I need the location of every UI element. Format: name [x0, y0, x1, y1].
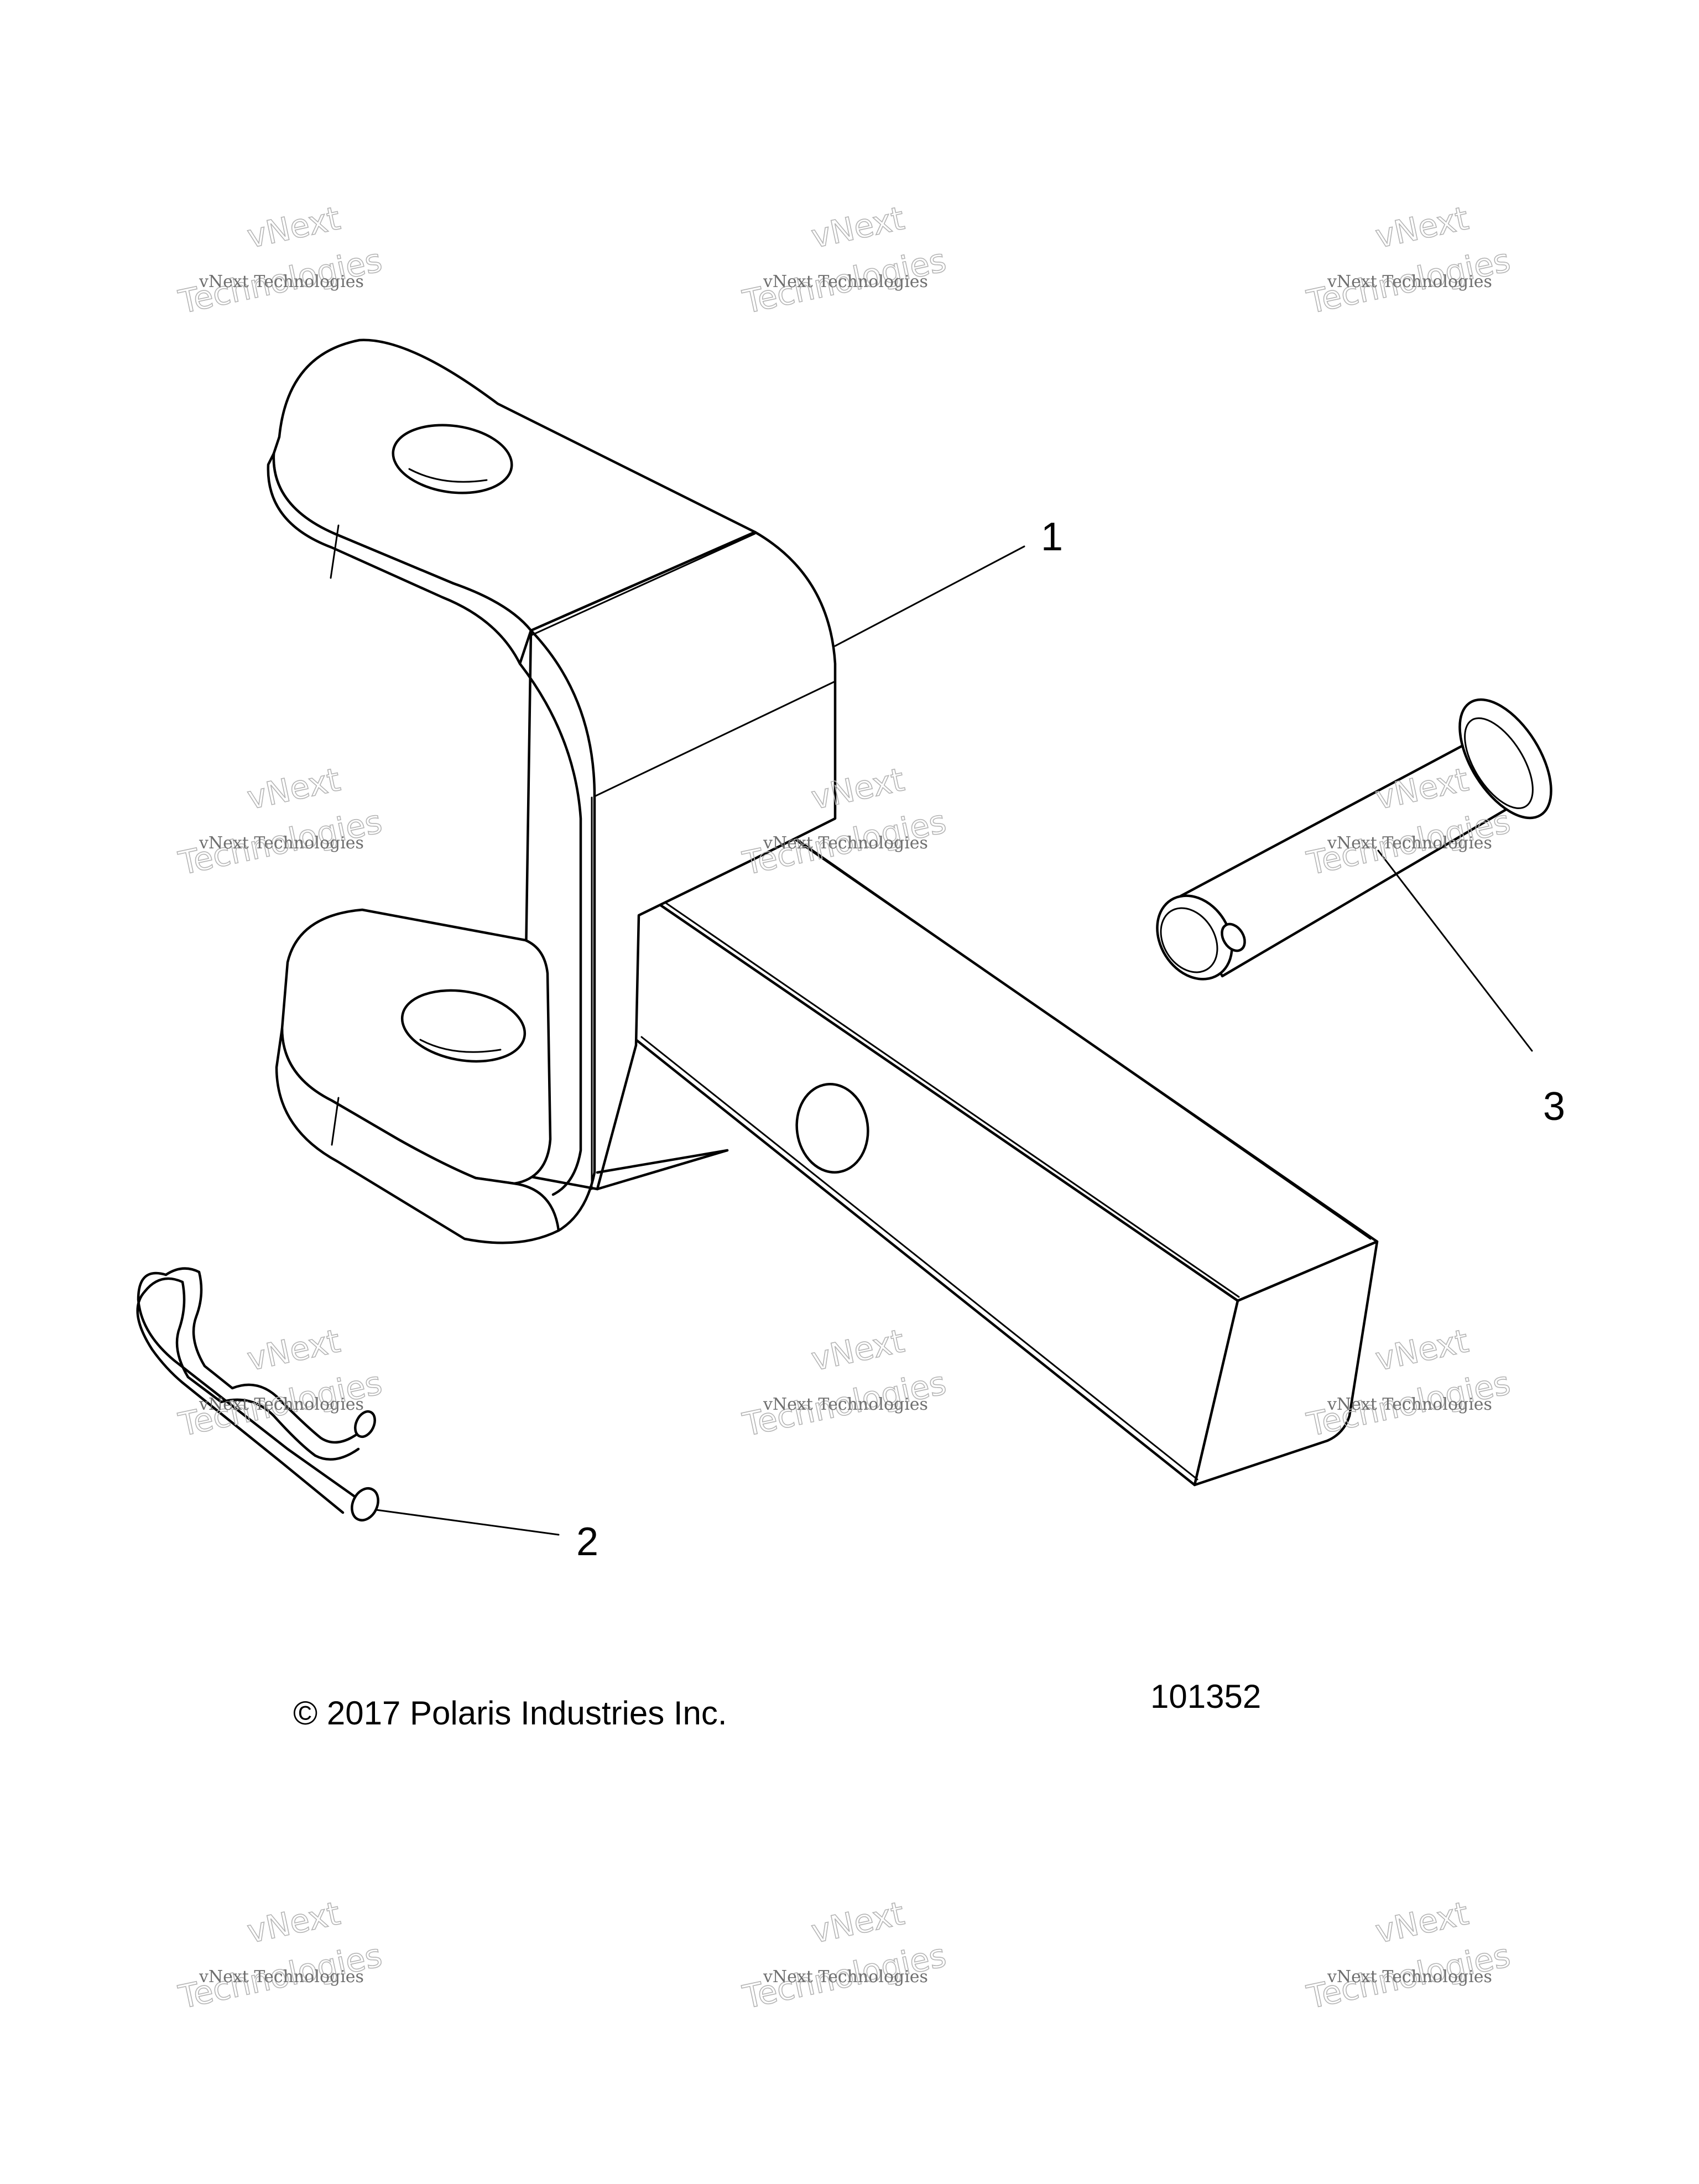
callout-1-leader: [834, 545, 1025, 647]
watermark-top-line: vNext: [1372, 199, 1472, 256]
pin-head: [1458, 698, 1552, 820]
watermark-small-line: vNext Technologies: [199, 272, 364, 291]
watermark-top-line: vNext: [1372, 1894, 1472, 1951]
clip-end: [351, 1487, 379, 1521]
receiver-hole: [795, 1083, 869, 1174]
watermark-top-line: vNext: [244, 1894, 343, 1951]
figure-number: 101352: [1150, 1678, 1261, 1715]
clevis-pin-part: [1156, 698, 1552, 1052]
callout-1-label: 1: [1041, 515, 1063, 559]
watermark-small-line: vNext Technologies: [763, 1395, 928, 1414]
clevis-bracket: [267, 338, 837, 1244]
pin-cross-hole: [1221, 922, 1246, 952]
watermark-top-line: vNext: [808, 1894, 908, 1951]
top-ear-hole: [392, 424, 513, 494]
watermark-small-line: vNext Technologies: [199, 1395, 364, 1414]
receiver-tube: [633, 822, 1379, 1487]
pin-end: [1156, 894, 1233, 981]
watermark-small-line: vNext Technologies: [199, 833, 364, 853]
watermark-small-line: vNext Technologies: [1327, 833, 1492, 853]
watermark-small-line: vNext Technologies: [763, 1967, 928, 1987]
watermark-top-line: vNext: [1372, 1322, 1472, 1378]
callout-2-label: 2: [576, 1520, 598, 1564]
watermark-top-line: vNext: [244, 760, 343, 817]
bottom-ear-hole: [400, 989, 527, 1063]
callout-3-leader: [1377, 849, 1533, 1052]
watermark-top-line: vNext: [244, 1322, 343, 1378]
hitch-receiver-part: [267, 338, 1379, 1487]
watermark-top-line: vNext: [244, 199, 343, 256]
watermark-small-line: vNext Technologies: [1327, 272, 1492, 291]
watermark-small-line: vNext Technologies: [1327, 1395, 1492, 1414]
callout-3-label: 3: [1543, 1085, 1565, 1129]
watermark-top-line: vNext: [808, 199, 908, 256]
watermark-small-line: vNext Technologies: [199, 1967, 364, 1987]
hitch-pin-clip-part: [136, 1267, 560, 1536]
watermark-top-line: vNext: [808, 1322, 908, 1378]
copyright-text: © 2017 Polaris Industries Inc.: [293, 1695, 727, 1732]
watermark-small-line: vNext Technologies: [763, 272, 928, 291]
callout-2-leader: [375, 1509, 560, 1536]
watermark-small-line: vNext Technologies: [763, 833, 928, 853]
watermark-small-line: vNext Technologies: [1327, 1967, 1492, 1987]
